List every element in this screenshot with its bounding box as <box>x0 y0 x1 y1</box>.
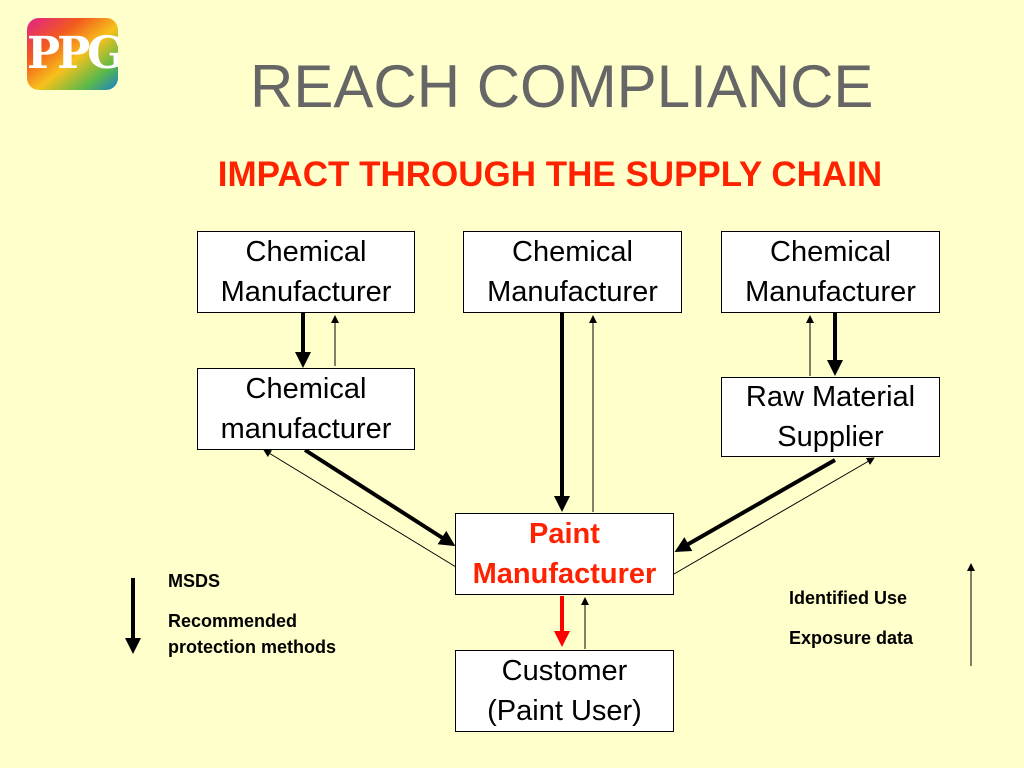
legend-identified-use-label: Identified Use <box>789 588 908 608</box>
chemical-manufacturer-downstream-box: Chemical manufacturer <box>197 368 415 450</box>
box-label: Chemical Manufacturer <box>487 236 658 308</box>
paint-manufacturer-box: Paint Manufacturer <box>455 513 674 595</box>
box-label: Raw Material Supplier <box>745 381 916 453</box>
legend-identified-use: Identified Use Exposure data <box>789 585 913 651</box>
legend-msds: MSDS Recommended protection methods <box>168 568 336 660</box>
arrow-use-paint-to-chem-downstream <box>263 449 457 568</box>
chemical-manufacturer-left-box: Chemical Manufacturer <box>197 231 415 313</box>
page-title: REACH COMPLIANCE <box>250 53 874 120</box>
arrow-msds-raw-material-to-paint <box>674 458 836 552</box>
box-label: Customer (Paint User) <box>487 655 642 727</box>
chemical-manufacturer-right-box: Chemical Manufacturer <box>721 231 940 313</box>
box-label: Chemical Manufacturer <box>745 236 916 308</box>
arrow-use-paint-to-raw-material <box>673 457 875 575</box>
arrow-msds-chem-downstream-to-paint <box>303 448 456 547</box>
ppg-logo-text: PPG <box>27 28 118 79</box>
box-label: Chemical Manufacturer <box>220 236 392 308</box>
box-label: Chemical manufacturer <box>220 373 392 445</box>
legend-protection-label: protection methods <box>168 637 337 657</box>
customer-box: Customer (Paint User) <box>455 650 674 732</box>
ppg-logo-gradient <box>27 18 118 90</box>
legend-msds-label: MSDS <box>168 571 221 591</box>
chemical-manufacturer-middle-box: Chemical Manufacturer <box>463 231 682 313</box>
raw-material-supplier-box: Raw Material Supplier <box>721 377 940 457</box>
legend-recommended-label: Recommended <box>168 611 298 631</box>
ppg-logo: PPG <box>27 18 118 90</box>
page-subtitle: IMPACT THROUGH THE SUPPLY CHAIN <box>217 155 883 194</box>
legend-exposure-data-label: Exposure data <box>789 628 914 648</box>
box-label: Paint Manufacturer <box>472 518 657 590</box>
